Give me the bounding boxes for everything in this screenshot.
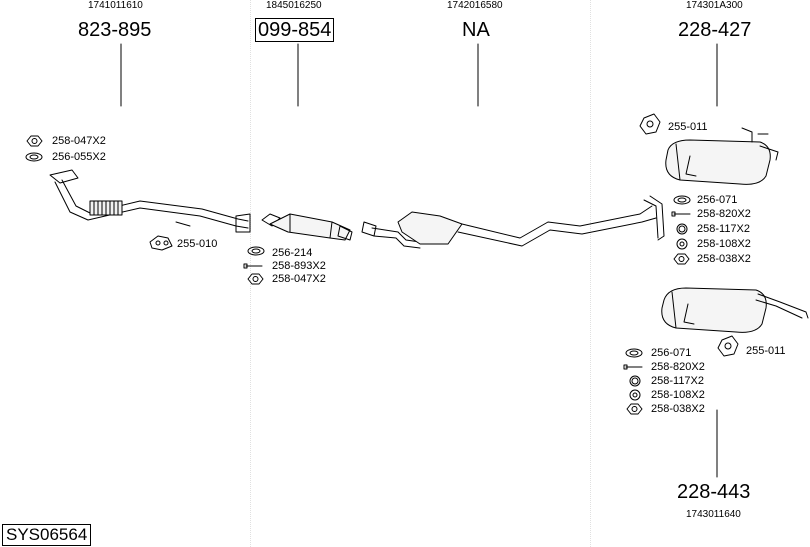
label-rear2-gasket[interactable]: 256-071 [651,347,692,359]
rear2-bolt-icon [623,364,643,370]
rear-silencer-1[interactable] [665,127,779,185]
rear2-gasket-icon [625,348,643,358]
rear2-spring-icon [629,375,641,387]
part-number-1[interactable]: 823-895 [78,19,152,41]
front-gasket-icon [25,152,43,162]
part-number-3[interactable]: NA [462,19,490,41]
label-rear-washer[interactable]: 258-108X2 [697,238,751,250]
label-front-clamp-nut[interactable]: 258-047X2 [52,135,106,147]
rear-bolt-icon [671,211,691,217]
rear2-washer-icon [629,389,641,401]
rear-gasket-icon [673,195,691,205]
rear2-hanger-icon [717,335,739,357]
rear2-nut-icon [626,403,643,415]
oem-number-4: 174301A300 [686,0,743,11]
rear-washer-icon [676,238,688,250]
label-rear-hanger[interactable]: 255-011 [668,121,708,133]
label-rear2-spring[interactable]: 258-117X2 [651,375,705,387]
oem-number-3: 1742016580 [447,0,503,11]
part-number-2[interactable]: 099-854 [255,18,335,42]
label-cat-bolt[interactable]: 258-893X2 [272,260,326,272]
cat-bolt-icon [243,263,263,269]
front-clamp-nut-icon [26,135,43,147]
label-cat-nut[interactable]: 258-047X2 [272,273,326,285]
label-rear-nut[interactable]: 258-038X2 [697,253,751,265]
label-front-hanger[interactable]: 255-010 [177,238,218,250]
system-id-box: SYS06564 [2,524,92,546]
rear-spring-icon [676,223,688,235]
column-divider [590,0,591,547]
label-cat-gasket[interactable]: 256-214 [272,247,313,259]
rear-nut-icon [673,253,690,265]
oem-number-1: 1741011610 [88,0,143,11]
label-front-gasket[interactable]: 256-055X2 [52,151,106,163]
front-pipe[interactable] [49,169,251,233]
label-rear2-hanger[interactable]: 255-011 [746,345,786,357]
label-rear-spring[interactable]: 258-117X2 [697,223,751,235]
part-number-5[interactable]: 228-443 [677,481,751,503]
rear-silencer-2[interactable] [661,287,809,333]
label-rear2-washer[interactable]: 258-108X2 [651,389,705,401]
column-divider [250,0,251,547]
part-number-4[interactable]: 228-427 [678,19,752,41]
label-rear-bolt[interactable]: 258-820X2 [697,208,751,220]
cat-gasket-icon [247,246,265,256]
rear-hanger-icon [639,113,661,135]
label-rear2-bolt[interactable]: 258-820X2 [651,361,705,373]
label-rear2-nut[interactable]: 258-038X2 [651,403,705,415]
oem-number-2: 1845016250 [266,0,322,11]
front-hanger-icon [149,235,173,251]
oem-number-5: 1743011640 [686,509,741,520]
middle-silencer-pipe[interactable] [361,195,665,249]
label-rear-gasket[interactable]: 256-071 [697,194,738,206]
catalytic-converter[interactable] [261,213,353,241]
cat-nut-icon [247,273,264,285]
